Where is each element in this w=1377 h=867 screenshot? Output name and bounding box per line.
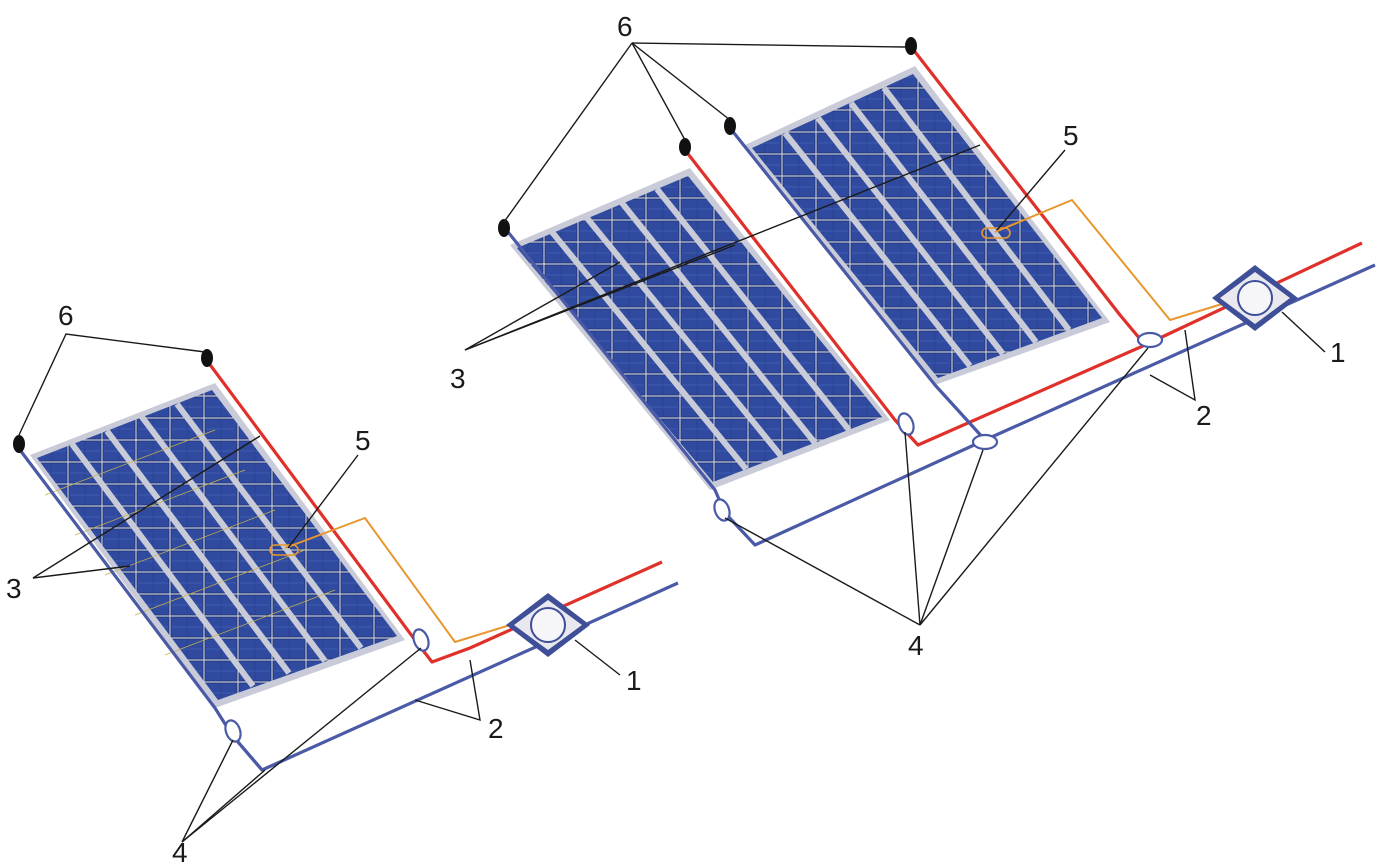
right-collector-panel-b xyxy=(745,66,1110,385)
left-pump-station xyxy=(506,593,590,657)
callout-left-1: 1 xyxy=(626,665,642,696)
left-collector-panel xyxy=(30,383,405,708)
right-supply-pipe-b xyxy=(910,47,1147,347)
left-vent-icon xyxy=(13,435,25,453)
callout-right-2: 2 xyxy=(1196,400,1212,431)
right-assembly xyxy=(498,37,1376,547)
right-coupler xyxy=(1136,331,1164,349)
left-sensor-line xyxy=(284,517,511,643)
right-return-pipe-a xyxy=(506,230,1376,547)
left-coupler xyxy=(224,719,242,743)
leader-lines xyxy=(18,42,1326,843)
callout-right-6: 6 xyxy=(617,11,633,42)
right-vent-icon xyxy=(724,117,736,135)
callout-left-4: 4 xyxy=(172,837,188,867)
callout-left-3: 3 xyxy=(6,573,22,604)
right-return-pipe-b xyxy=(728,127,987,442)
right-vent-icon xyxy=(679,138,691,156)
callout-right-5: 5 xyxy=(1063,120,1079,151)
right-coupler xyxy=(971,433,999,451)
callout-left-5: 5 xyxy=(355,425,371,456)
right-coupler xyxy=(897,412,915,436)
left-coupler xyxy=(412,628,430,652)
callout-right-1: 1 xyxy=(1330,337,1346,368)
right-sensor-line xyxy=(994,199,1236,321)
right-vent-icon xyxy=(498,219,510,237)
right-pump-station xyxy=(1212,265,1298,331)
right-sensor xyxy=(981,227,1011,239)
left-vent-icon xyxy=(201,349,213,367)
callout-right-3: 3 xyxy=(450,363,466,394)
left-sensor xyxy=(269,544,299,556)
callout-left-2: 2 xyxy=(488,713,504,744)
right-coupler xyxy=(713,498,731,522)
right-vent-icon xyxy=(905,37,917,55)
left-assembly xyxy=(13,349,679,772)
right-supply-pipe-a xyxy=(683,149,1363,447)
callout-right-4: 4 xyxy=(908,630,924,661)
right-collector-panel-a xyxy=(510,168,890,490)
callout-left-6: 6 xyxy=(58,300,74,331)
callout-labels: 6 5 3 1 2 4 6 5 3 1 2 4 xyxy=(6,11,1346,867)
